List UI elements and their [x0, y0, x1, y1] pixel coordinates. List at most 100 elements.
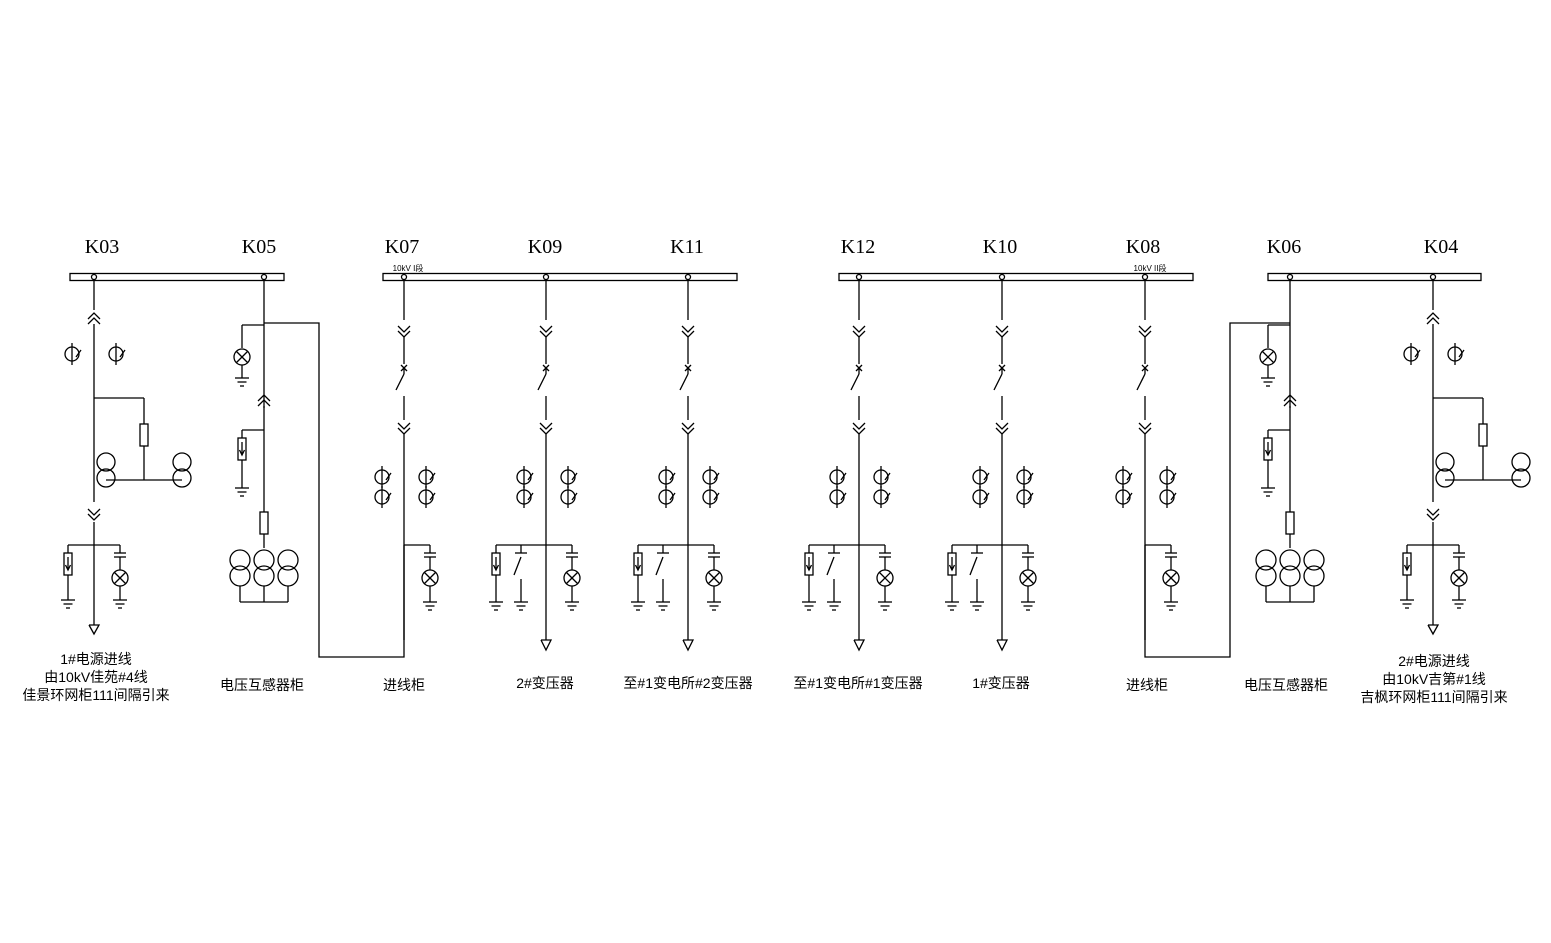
desc-line: 电压互感器柜	[220, 677, 304, 693]
desc-line: 至#1变电所#2变压器	[623, 675, 753, 691]
cabinet-k07	[374, 273, 439, 640]
arrester-arrow	[948, 564, 956, 572]
cabinet-desc-k03: 1#电源进线 由10kV佳苑#4线 佳景环网柜111间隔引来	[22, 650, 169, 704]
busbar	[69, 272, 285, 282]
voltage-transformer-icon	[172, 452, 192, 472]
ct-arrow	[429, 472, 436, 481]
cabinet-code-k07: K07	[384, 236, 420, 258]
cabinet-desc-k12: 至#1变电所#1变压器	[793, 674, 922, 692]
ct-arrow	[571, 492, 578, 501]
ct-arrow	[527, 472, 534, 481]
feeder-arrow-icon	[853, 639, 866, 652]
ct-arrow	[983, 492, 990, 501]
earth-switch-blade	[826, 556, 835, 576]
voltage-transformer-icon	[1435, 452, 1455, 472]
ct-arrow	[1027, 492, 1034, 501]
ct-arrow	[385, 492, 392, 501]
voltage-transformer-icon	[277, 549, 299, 571]
bus-node	[90, 273, 98, 281]
voltage-transformer-icon	[1303, 565, 1325, 587]
lamp-cross	[1022, 572, 1034, 584]
desc-line: 由10kV佳苑#4线	[44, 669, 148, 685]
ct-arrow	[1170, 472, 1177, 481]
plug-contact-icon	[87, 312, 101, 320]
cabinet-desc-k08: 进线柜	[1126, 676, 1168, 694]
busbar-1	[69, 272, 285, 282]
lamp-cross	[708, 572, 720, 584]
arrester-arrow	[492, 564, 500, 572]
arrester-arrow	[238, 449, 246, 457]
cabinet-k08	[1115, 273, 1180, 640]
switch-blade	[1136, 373, 1146, 391]
lamp-cross	[1262, 351, 1274, 363]
plug-contact-icon	[257, 399, 271, 407]
cabinet-code-k04: K04	[1423, 236, 1459, 258]
busbar	[838, 272, 1194, 282]
switch-blade	[679, 373, 689, 391]
bus-label-section1: 10kV I段	[392, 264, 424, 273]
arrester-arrow	[1403, 564, 1411, 572]
plug-contact-icon	[1138, 422, 1152, 430]
cable	[1144, 322, 1290, 658]
bus-node	[684, 273, 692, 281]
desc-line: 2#变压器	[516, 675, 574, 691]
bus-node	[1286, 273, 1294, 281]
feeder-arrow-icon	[540, 639, 553, 652]
lamp-cross	[424, 572, 436, 584]
plug-contact-icon	[852, 422, 866, 430]
bus-node	[1429, 273, 1437, 281]
ct-arrow	[1414, 349, 1421, 358]
arrester-arrow	[805, 564, 813, 572]
plug-contact-icon	[397, 422, 411, 430]
bus-node	[400, 273, 408, 281]
plug-contact-icon	[995, 422, 1009, 430]
plug-contact-icon	[1426, 317, 1440, 325]
ct-arrow	[119, 349, 126, 358]
lamp-cross	[879, 572, 891, 584]
ct-arrow	[884, 492, 891, 501]
lamp-cross	[1453, 572, 1465, 584]
cabinet-desc-k07: 进线柜	[383, 676, 425, 694]
ct-arrow	[713, 472, 720, 481]
cabinet-code-k06: K06	[1266, 236, 1302, 258]
voltage-transformer-icon	[172, 468, 192, 488]
ct-arrow	[884, 472, 891, 481]
jumper-cable-k05-k07	[264, 322, 405, 658]
plug-contact-icon	[397, 325, 411, 333]
desc-line: 吉枫环网柜111间隔引来	[1360, 689, 1508, 705]
ct-arrow	[429, 492, 436, 501]
cabinet-code-k03: K03	[84, 236, 120, 258]
cable	[264, 322, 405, 658]
fuse-icon	[1285, 511, 1295, 535]
cabinet-desc-k04: 2#电源进线 由10kV吉第#1线 吉枫环网柜111间隔引来	[1360, 652, 1507, 706]
desc-line: 电压互感器柜	[1244, 677, 1328, 693]
plug-contact-icon	[1426, 312, 1440, 320]
bus-label-section2: 10kV II段	[1133, 264, 1167, 273]
feeder-arrow-icon	[1427, 624, 1440, 636]
voltage-transformer-icon	[1435, 468, 1455, 488]
plug-contact-icon	[852, 325, 866, 333]
ct-arrow	[571, 472, 578, 481]
plug-contact-icon	[1283, 399, 1297, 407]
cabinet-code-k05: K05	[241, 236, 277, 258]
earth-switch-blade	[655, 556, 664, 576]
plug-contact-icon	[1138, 325, 1152, 333]
plug-contact-icon	[681, 325, 695, 333]
desc-line: 2#电源进线	[1398, 653, 1470, 669]
ct-arrow	[1027, 472, 1034, 481]
earth-switch-blade	[513, 556, 522, 576]
voltage-transformer-icon	[253, 549, 275, 571]
earth-switch-blade	[969, 556, 978, 576]
busbar	[382, 272, 738, 282]
ct-arrow	[669, 472, 676, 481]
feeder-arrow-icon	[996, 639, 1009, 652]
voltage-transformer-icon	[1511, 452, 1531, 472]
voltage-transformer-icon	[1255, 565, 1277, 587]
desc-line: 由10kV吉第#1线	[1382, 671, 1486, 687]
busbar	[1267, 272, 1482, 282]
ct-arrow	[983, 472, 990, 481]
cabinet-desc-k10: 1#变压器	[972, 674, 1030, 692]
plug-contact-icon	[1283, 394, 1297, 402]
plug-contact-icon	[539, 325, 553, 333]
